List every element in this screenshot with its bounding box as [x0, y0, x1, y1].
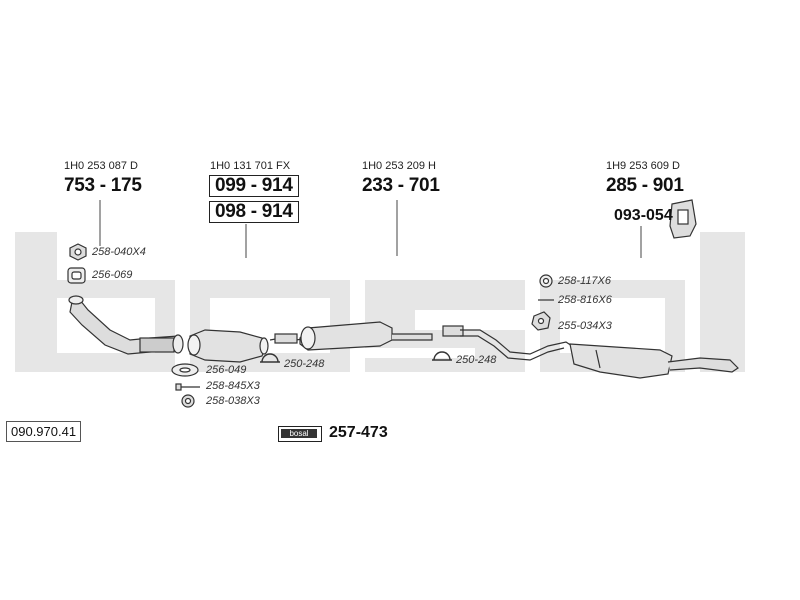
part-number-2a: 099 - 914 [209, 175, 299, 197]
accessory-gasket-b: 256-049 [206, 364, 247, 376]
clamp-a-icon [260, 353, 280, 363]
accessory-nut-b: 258-038X3 [206, 395, 260, 407]
hanger-icon [531, 311, 551, 331]
oe-number-1: 1H0 253 087 D [64, 160, 138, 172]
accessory-bolt-a: 258-845X3 [206, 380, 260, 392]
oe-number-2: 1H0 131 701 FX [210, 160, 291, 172]
catalytic-converter [187, 329, 269, 363]
accessory-gasket-a: 256-069 [92, 269, 133, 281]
oe-number-4: 1H9 253 609 D [606, 160, 680, 172]
part-number-4: 285 - 901 [606, 175, 684, 196]
gasket-icon [67, 267, 86, 284]
bosal-logo: bosal [281, 429, 317, 438]
front-pipe [68, 295, 184, 355]
rear-silencer [442, 325, 739, 379]
part-number-2b: 098 - 914 [209, 201, 299, 223]
kit-part-number: 257-473 [329, 424, 388, 441]
gasket-b-icon [171, 363, 199, 377]
bolt-icon [175, 383, 200, 391]
accessory-ring: 258-117X6 [558, 275, 612, 287]
mount-icon [669, 199, 697, 239]
accessory-hanger: 255-034X3 [558, 320, 612, 332]
accessory-clamp-a: 250-248 [284, 358, 325, 370]
ring-icon [539, 274, 553, 288]
centre-silencer [269, 321, 433, 351]
bosal-logo-box: bosal [278, 426, 322, 442]
extra-part-number: 093-054 [614, 207, 673, 224]
accessory-bolt-b: 258-816X6 [558, 294, 612, 306]
reference-number: 090.970.41 [6, 421, 82, 442]
oe-number-3: 1H0 253 209 H [362, 160, 436, 172]
part-number-1: 753 - 175 [64, 175, 142, 196]
clamp-b-icon [432, 351, 452, 361]
nut-b-icon [181, 394, 195, 408]
accessory-clamp-b: 250-248 [456, 354, 497, 366]
accessory-nut-a: 258-040X4 [92, 246, 146, 258]
nut-icon [69, 243, 87, 261]
part-number-3: 233 - 701 [362, 175, 440, 196]
